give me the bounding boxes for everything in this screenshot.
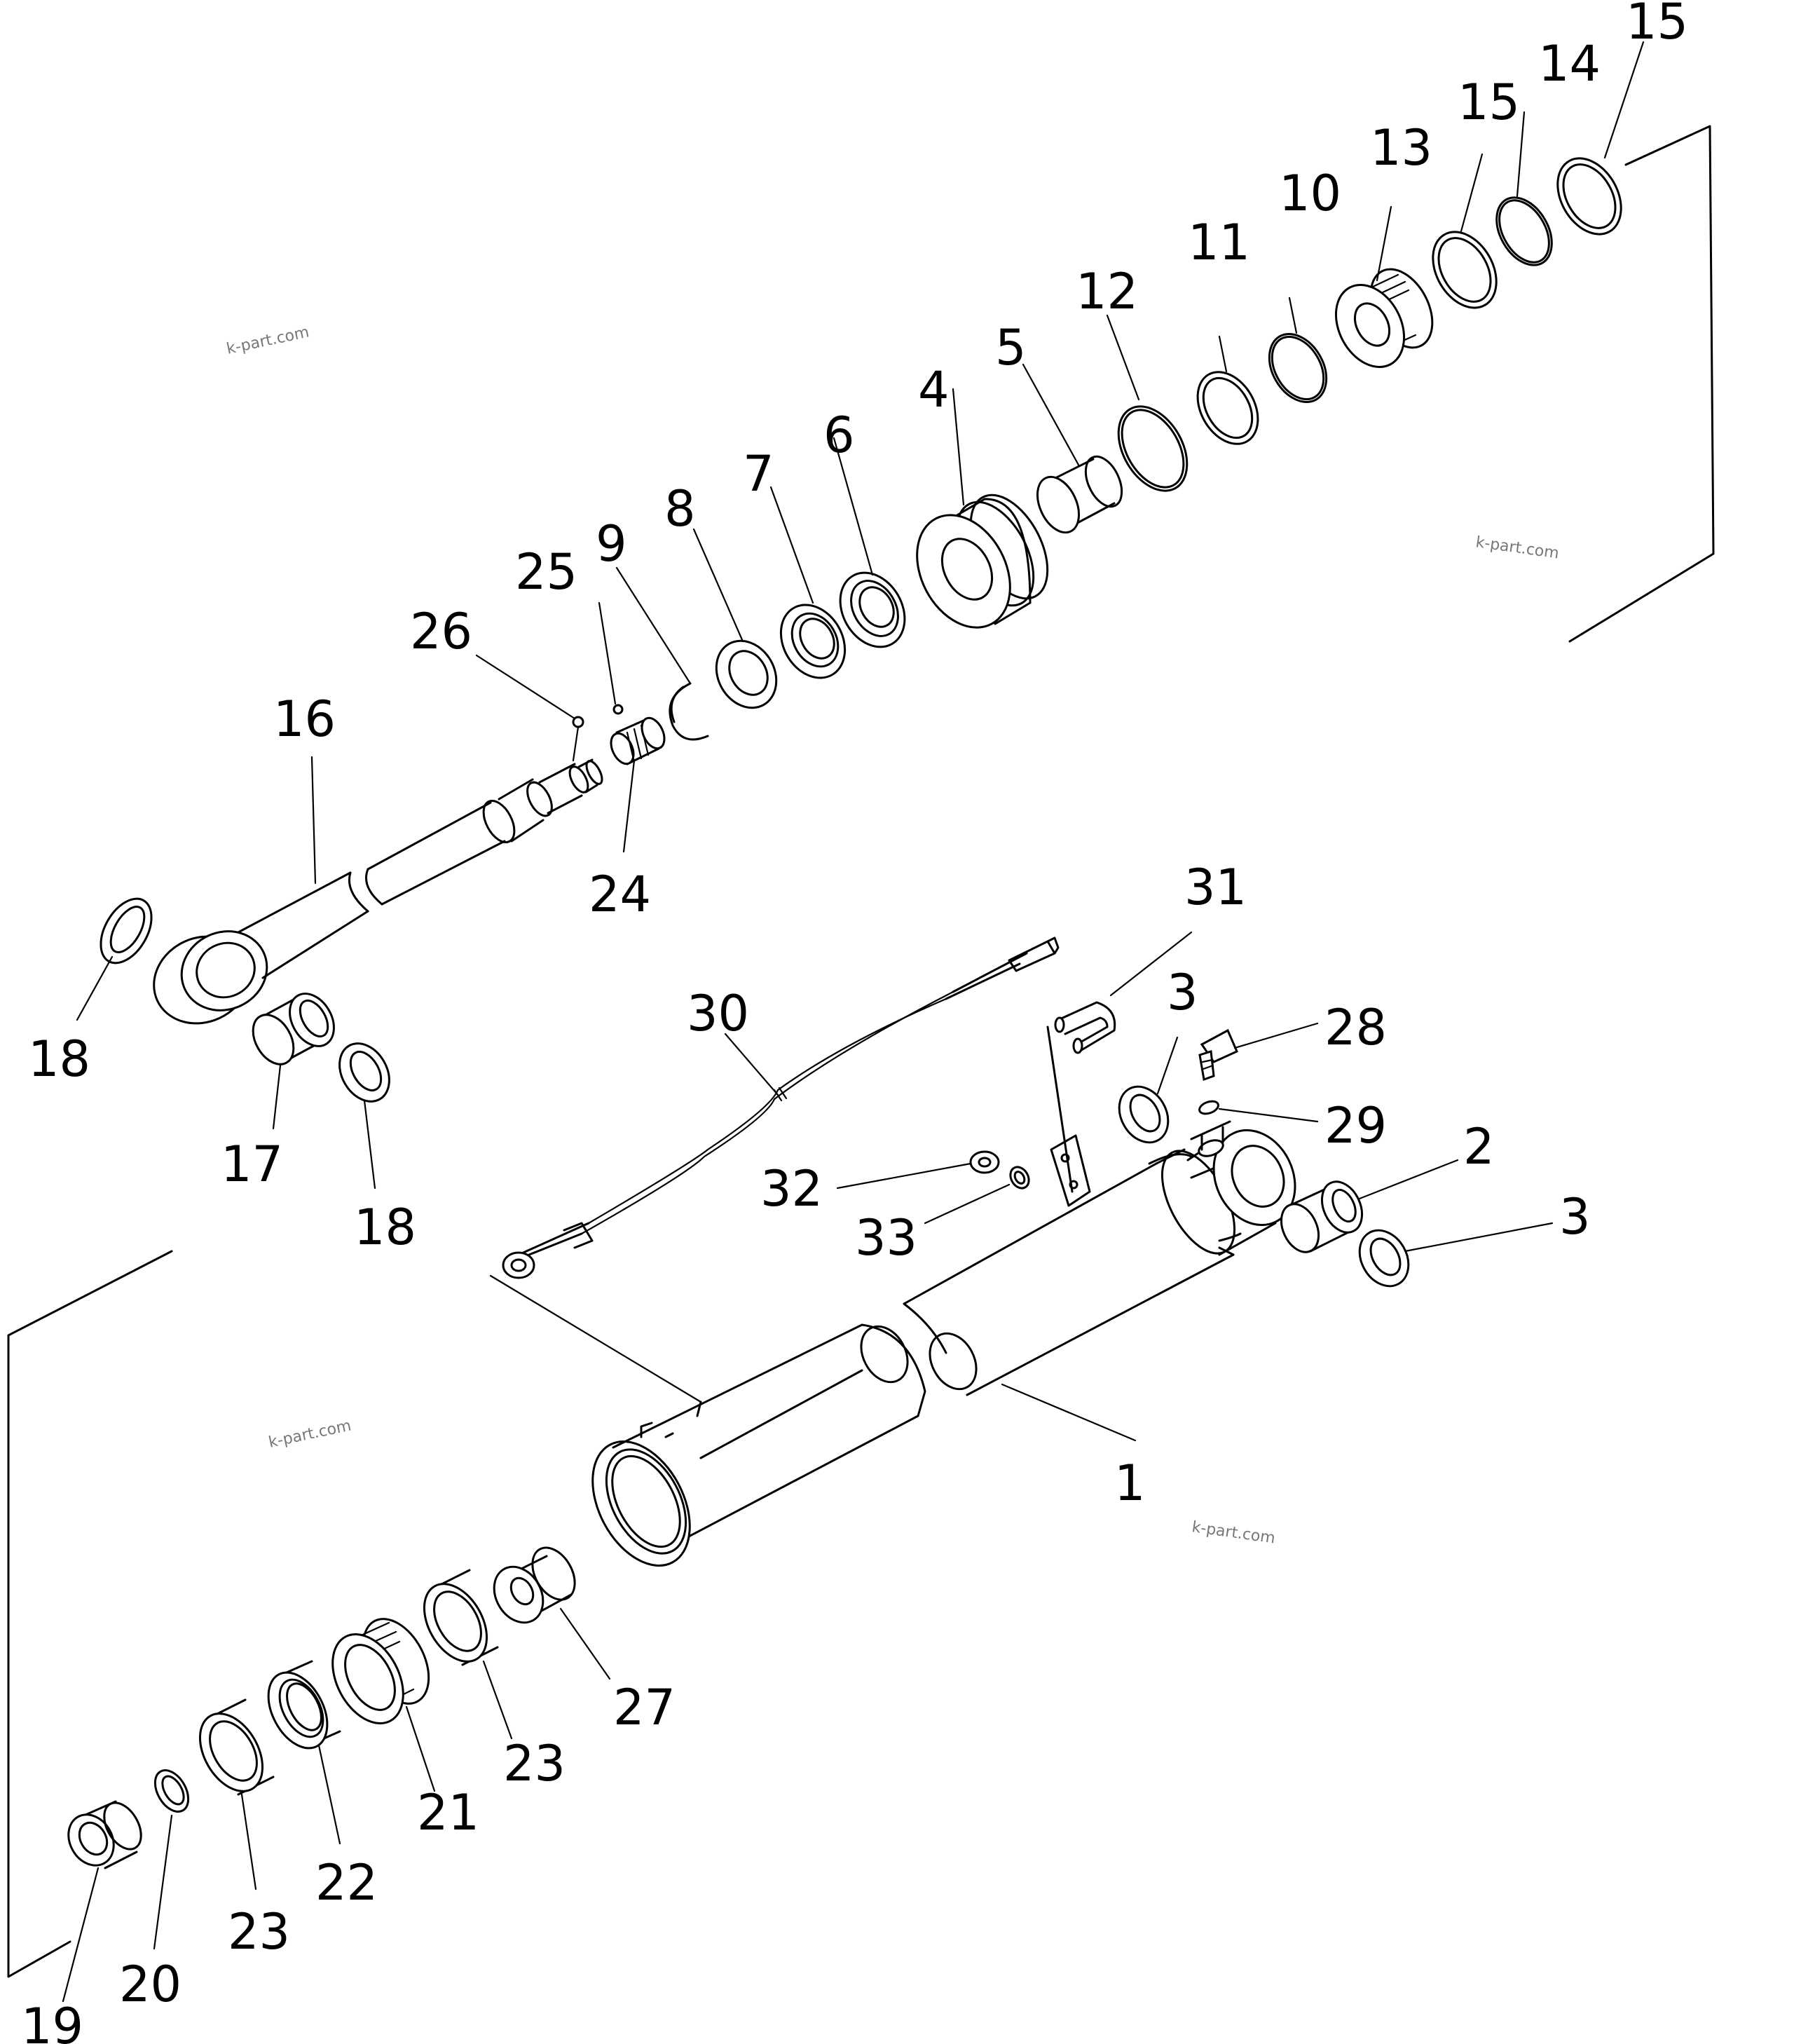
part-22-ring <box>267 1660 341 1750</box>
label-part-7: 7 <box>743 445 774 503</box>
part-17-bushing <box>252 993 335 1065</box>
label-part-6: 6 <box>823 407 855 464</box>
part-18-seal-right <box>338 1042 390 1103</box>
label-part-21: 21 <box>417 1784 479 1841</box>
label-part-22: 22 <box>315 1854 378 1912</box>
part-4-cylinder-head <box>916 493 1049 629</box>
part-19-nut <box>67 1800 142 1869</box>
label-part-23-upper: 23 <box>503 1735 566 1792</box>
part-23-ring-upper <box>423 1569 499 1666</box>
watermark-2: k-part.com <box>1474 533 1560 562</box>
label-part-14: 14 <box>1538 35 1601 93</box>
label-part-28: 28 <box>1324 999 1387 1056</box>
label-part-33: 33 <box>855 1209 917 1267</box>
part-5-bushing <box>1036 455 1123 534</box>
watermark-3: k-part.com <box>267 1417 352 1452</box>
leader-lines <box>62 41 1645 2003</box>
label-part-20: 20 <box>119 1956 182 2013</box>
label-part-24: 24 <box>589 866 651 923</box>
part-7-packing <box>779 604 847 679</box>
label-part-4: 4 <box>918 361 950 418</box>
label-part-12: 12 <box>1076 263 1138 320</box>
part-21-piston <box>331 1618 430 1724</box>
label-part-26: 26 <box>410 603 472 660</box>
part-3-seal-upper <box>1118 1085 1170 1144</box>
label-part-23-lower: 23 <box>228 1903 290 1961</box>
pipe-clamp-bracket <box>1046 1026 1091 1207</box>
part-29-o-ring <box>1198 1100 1219 1115</box>
part-31-u-bolt <box>1054 1001 1116 1054</box>
label-part-11: 11 <box>1188 214 1250 271</box>
label-part-1: 1 <box>1114 1454 1146 1512</box>
part-10-o-ring <box>1268 333 1328 403</box>
part-15-ring-b <box>1556 157 1622 236</box>
part-labels: 1 2 3 3 4 5 6 7 8 9 10 11 12 13 14 15 15… <box>21 0 1688 2044</box>
part-33-washer <box>1009 1166 1030 1190</box>
label-part-30: 30 <box>687 985 749 1042</box>
label-part-18-left: 18 <box>28 1030 90 1088</box>
part-12-o-ring <box>1117 405 1189 492</box>
watermarks: k-part.com k-part.com k-part.com k-part.… <box>225 324 1560 1548</box>
label-part-18-right: 18 <box>354 1199 416 1256</box>
label-part-31: 31 <box>1184 859 1247 916</box>
label-part-8: 8 <box>664 480 696 538</box>
label-part-2: 2 <box>1463 1118 1495 1176</box>
part-30-pipe <box>489 936 1060 1403</box>
part-20-ring <box>153 1769 190 1813</box>
part-15-ring-a <box>1432 231 1498 309</box>
part-23-ring-lower <box>198 1698 275 1796</box>
label-part-5: 5 <box>995 319 1027 376</box>
watermark-4: k-part.com <box>1191 1518 1276 1547</box>
label-part-16: 16 <box>273 690 336 748</box>
group-bracket-lower <box>7 1250 173 1978</box>
part-18-seal-left <box>100 897 153 965</box>
piston-rod <box>153 758 603 1025</box>
part-6-packing <box>839 571 906 648</box>
part-1-cylinder-tube <box>591 1120 1296 1567</box>
label-part-19: 19 <box>21 1998 83 2044</box>
part-3-seal-right <box>1358 1229 1410 1288</box>
label-part-27: 27 <box>613 1679 676 1736</box>
label-part-25: 25 <box>515 543 577 601</box>
label-part-13: 13 <box>1370 119 1432 177</box>
label-part-3-upper: 3 <box>1167 964 1198 1021</box>
part-14-ring <box>1495 196 1553 266</box>
part-32-nut <box>969 1150 1000 1174</box>
label-part-15-upper: 15 <box>1626 0 1688 50</box>
part-13-piston <box>1334 268 1434 369</box>
label-part-17: 17 <box>221 1136 283 1193</box>
label-part-9: 9 <box>596 515 627 573</box>
group-bracket-upper <box>1568 125 1715 643</box>
watermark-1: k-part.com <box>225 324 310 358</box>
part-24-nut-sleeve <box>610 716 666 765</box>
part-27-nut <box>493 1546 576 1624</box>
part-9-snap-ring <box>669 682 709 741</box>
part-2-bushing <box>1280 1180 1364 1253</box>
label-part-10: 10 <box>1279 165 1341 222</box>
label-part-29: 29 <box>1324 1097 1387 1154</box>
part-28-elbow <box>1198 1028 1238 1082</box>
part-25-ball <box>612 704 624 715</box>
label-part-15-lower: 15 <box>1458 74 1520 131</box>
part-8-ring <box>715 639 778 709</box>
label-part-32: 32 <box>760 1160 823 1218</box>
part-26-ball <box>572 716 584 762</box>
label-part-3-right: 3 <box>1559 1188 1591 1246</box>
part-11-backup-ring <box>1196 371 1259 445</box>
